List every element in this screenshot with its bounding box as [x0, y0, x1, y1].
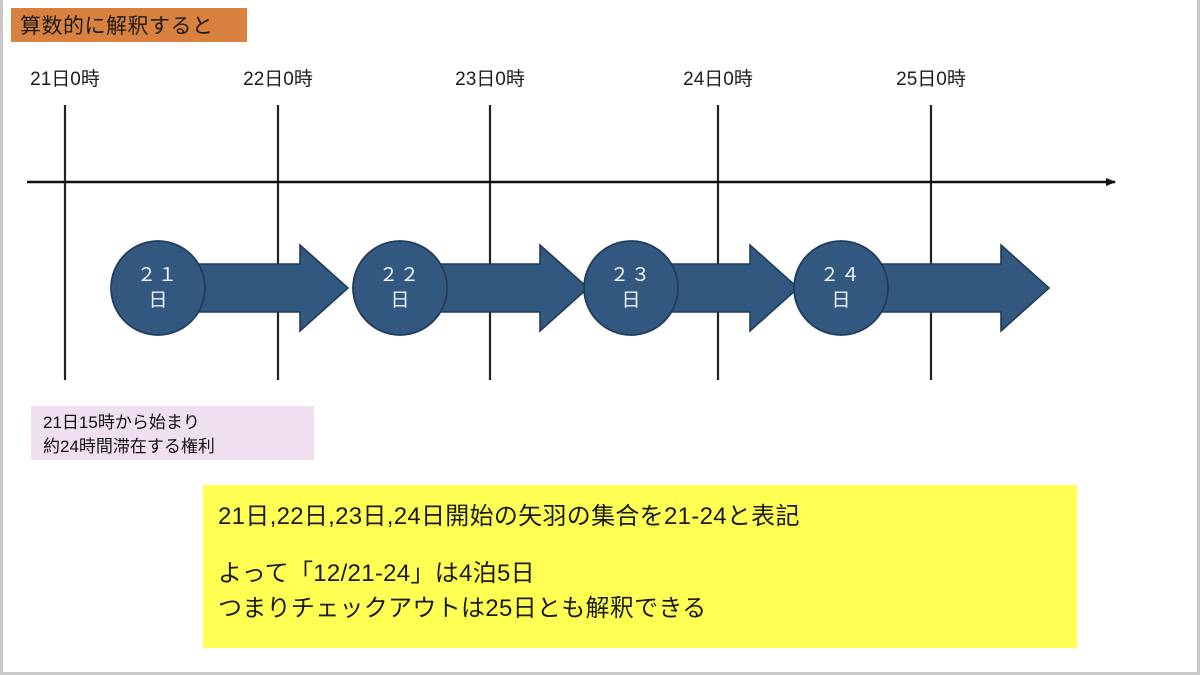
day-transition-arrow-2: [665, 243, 800, 333]
timeline-tick-label-4: 25日0時: [896, 69, 966, 90]
yellow-conclusion-line-2: よって「12/21-24」は4泊5日: [218, 560, 535, 587]
slide-title-text: 算数的に解釈すると: [20, 14, 214, 38]
day-circle-suffix-24: 日: [831, 290, 851, 311]
day-circle-1: [352, 240, 448, 336]
yellow-conclusion-box: 21日,22日,23日,24日開始の矢羽の集合を21-24と表記 よって「12/…: [203, 485, 1077, 648]
slide-title-banner: 算数的に解釈すると: [11, 8, 247, 42]
day-circle-number-21: ２１: [136, 265, 179, 286]
day-circle-suffix-21: 日: [148, 290, 168, 311]
day-circle-3: [793, 240, 889, 336]
timeline-tick-label-1: 22日0時: [243, 69, 313, 90]
day-circle-number-22: ２２: [378, 265, 421, 286]
timeline-gridlines: [63, 105, 933, 380]
yellow-conclusion-line-3: つまりチェックアウトは25日とも解釈できる: [218, 595, 707, 622]
lavender-annotation-line-2: 約24時間滞在する権利: [43, 437, 215, 456]
lavender-annotation-box: 21日15時から始まり 約24時間滞在する権利: [31, 406, 314, 460]
timeline-tick-label-0: 21日0時: [30, 69, 100, 90]
day-circle-label-22: ２２ 日: [352, 263, 448, 313]
day-circle-label-23: ２３ 日: [583, 263, 679, 313]
day-circle-group: [110, 240, 889, 336]
day-circle-number-23: ２３: [609, 265, 652, 286]
yellow-conclusion-line-1: 21日,22日,23日,24日開始の矢羽の集合を21-24と表記: [218, 503, 800, 530]
day-circle-label-21: ２１ 日: [110, 263, 206, 313]
lavender-annotation-line-1: 21日15時から始まり: [43, 413, 200, 432]
day-circle-suffix-22: 日: [390, 290, 410, 311]
day-transition-arrow-3: [875, 243, 1051, 333]
day-arrow-group: [192, 243, 1051, 333]
day-circle-0: [110, 240, 206, 336]
day-circle-2: [583, 240, 679, 336]
day-circle-suffix-23: 日: [621, 290, 641, 311]
day-transition-arrow-0: [192, 243, 350, 333]
yellow-conclusion-spacer: [218, 534, 1077, 556]
timeline-tick-label-3: 24日0時: [683, 69, 753, 90]
timeline-tick-label-2: 23日0時: [455, 69, 525, 90]
day-transition-arrow-1: [434, 243, 590, 333]
day-circle-label-24: ２４ 日: [793, 263, 889, 313]
day-circle-number-24: ２４: [819, 265, 862, 286]
